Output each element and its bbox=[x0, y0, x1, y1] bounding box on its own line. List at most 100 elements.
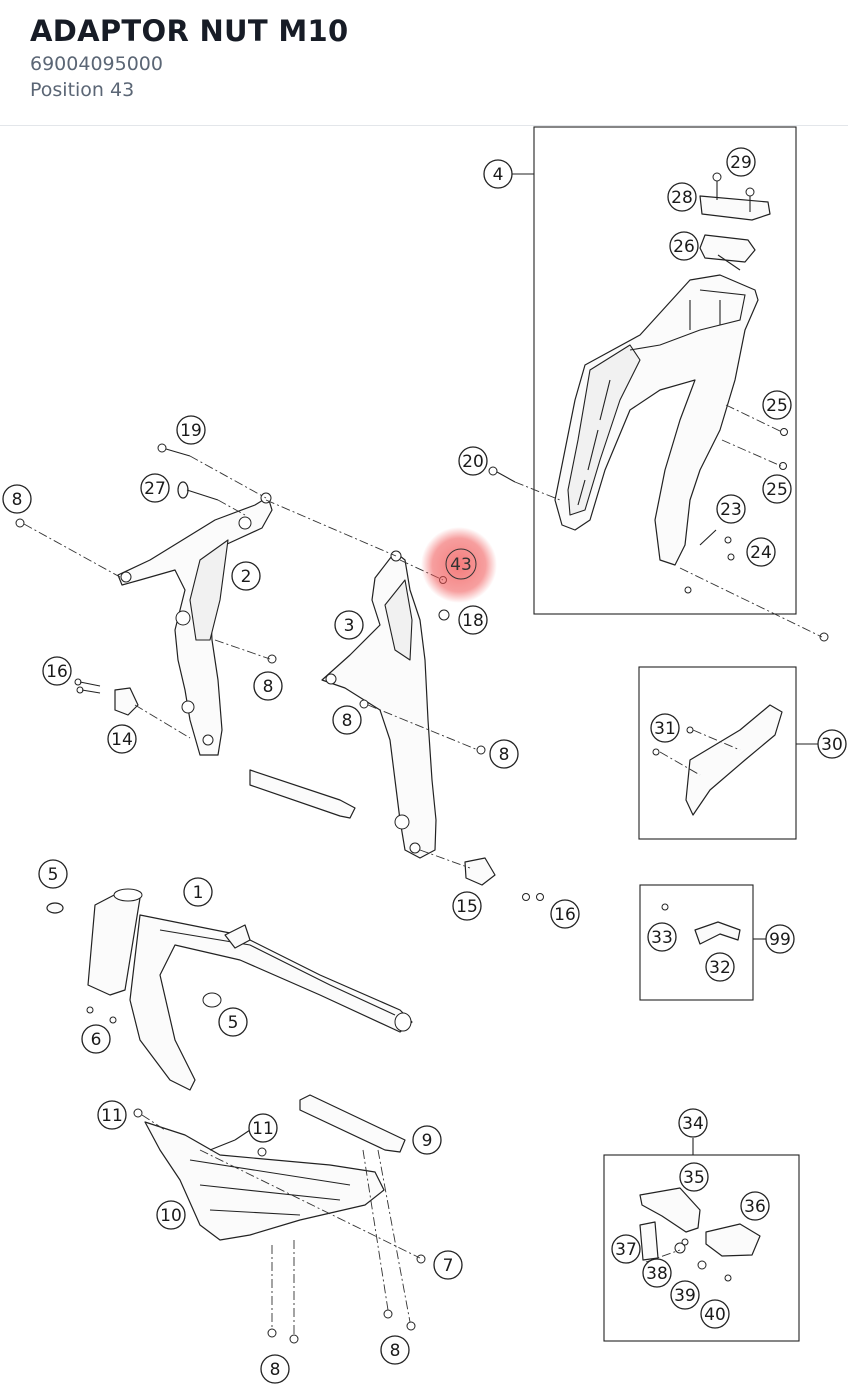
callout-9[interactable]: 9 bbox=[412, 1125, 442, 1155]
svg-text:4: 4 bbox=[493, 165, 504, 185]
part-title: ADAPTOR NUT M10 bbox=[30, 14, 349, 48]
svg-text:99: 99 bbox=[769, 930, 791, 950]
highlight-marker-43[interactable]: 43 bbox=[421, 527, 497, 603]
callout-8-bracket-right[interactable]: 8 bbox=[489, 739, 519, 769]
callout-8-bottom-left[interactable]: 8 bbox=[260, 1354, 290, 1384]
callout-39[interactable]: 39 bbox=[670, 1280, 700, 1310]
svg-text:11: 11 bbox=[101, 1106, 123, 1126]
group-box-rear-frame bbox=[533, 126, 797, 615]
callout-4[interactable]: 4 bbox=[483, 159, 513, 189]
svg-text:5: 5 bbox=[48, 865, 59, 885]
svg-text:27: 27 bbox=[144, 479, 166, 499]
callout-11-right[interactable]: 11 bbox=[248, 1113, 278, 1143]
callout-34[interactable]: 34 bbox=[678, 1108, 708, 1138]
highlight-callout-ring bbox=[445, 548, 477, 580]
callout-25-upper[interactable]: 25 bbox=[762, 390, 792, 420]
svg-text:24: 24 bbox=[750, 543, 772, 563]
svg-text:19: 19 bbox=[180, 421, 202, 441]
svg-text:33: 33 bbox=[651, 928, 673, 948]
part-header: ADAPTOR NUT M10 69004095000 Position 43 bbox=[0, 0, 848, 126]
svg-text:2: 2 bbox=[241, 567, 252, 587]
group-box-footrests bbox=[603, 1154, 800, 1342]
callout-11-left[interactable]: 11 bbox=[97, 1100, 127, 1130]
svg-text:8: 8 bbox=[263, 677, 274, 697]
svg-text:11: 11 bbox=[252, 1119, 274, 1139]
svg-text:25: 25 bbox=[766, 480, 788, 500]
callout-31[interactable]: 31 bbox=[650, 713, 680, 743]
callout-10[interactable]: 10 bbox=[156, 1200, 186, 1230]
callout-8-bracket-left[interactable]: 8 bbox=[253, 671, 283, 701]
callout-28[interactable]: 28 bbox=[667, 182, 697, 212]
svg-text:35: 35 bbox=[683, 1168, 705, 1188]
svg-text:25: 25 bbox=[766, 396, 788, 416]
callout-8-topleft[interactable]: 8 bbox=[2, 484, 32, 514]
part-number: 69004095000 bbox=[30, 53, 163, 75]
group-box-30 bbox=[638, 666, 797, 840]
svg-text:38: 38 bbox=[646, 1264, 668, 1284]
svg-text:32: 32 bbox=[709, 958, 731, 978]
callout-20[interactable]: 20 bbox=[458, 446, 488, 476]
callout-14[interactable]: 14 bbox=[107, 724, 137, 754]
chain-guide-part bbox=[694, 921, 741, 945]
svg-text:8: 8 bbox=[270, 1360, 281, 1380]
highlight-label: 43 bbox=[450, 555, 472, 575]
callout-16-right[interactable]: 16 bbox=[550, 899, 580, 929]
callout-8-bottom-right[interactable]: 8 bbox=[380, 1335, 410, 1365]
callout-37[interactable]: 37 bbox=[611, 1234, 641, 1264]
svg-text:14: 14 bbox=[111, 730, 133, 750]
svg-text:16: 16 bbox=[554, 905, 576, 925]
callout-36[interactable]: 36 bbox=[740, 1191, 770, 1221]
svg-text:8: 8 bbox=[12, 490, 23, 510]
callout-33[interactable]: 33 bbox=[647, 922, 677, 952]
left-bracket-part bbox=[114, 492, 273, 756]
callout-25-lower[interactable]: 25 bbox=[762, 474, 792, 504]
part-position: Position 43 bbox=[30, 79, 135, 101]
svg-text:10: 10 bbox=[160, 1206, 182, 1226]
callout-19[interactable]: 19 bbox=[176, 415, 206, 445]
svg-text:9: 9 bbox=[422, 1131, 433, 1151]
callout-6[interactable]: 6 bbox=[81, 1024, 111, 1054]
callout-40[interactable]: 40 bbox=[700, 1299, 730, 1329]
callout-1[interactable]: 1 bbox=[183, 877, 213, 907]
callout-3[interactable]: 3 bbox=[334, 610, 364, 640]
callout-24[interactable]: 24 bbox=[746, 537, 776, 567]
callout-16-left[interactable]: 16 bbox=[42, 656, 72, 686]
svg-text:39: 39 bbox=[674, 1286, 696, 1306]
svg-text:18: 18 bbox=[462, 611, 484, 631]
svg-text:8: 8 bbox=[390, 1341, 401, 1361]
svg-text:6: 6 bbox=[91, 1030, 102, 1050]
callout-15[interactable]: 15 bbox=[452, 891, 482, 921]
callout-29[interactable]: 29 bbox=[726, 147, 756, 177]
callout-27[interactable]: 27 bbox=[140, 473, 170, 503]
callout-32[interactable]: 32 bbox=[705, 952, 735, 982]
svg-text:8: 8 bbox=[499, 745, 510, 765]
leader-lines bbox=[209, 173, 818, 1155]
svg-text:8: 8 bbox=[342, 711, 353, 731]
footrest-parts bbox=[639, 1187, 761, 1270]
svg-text:20: 20 bbox=[462, 452, 484, 472]
svg-text:5: 5 bbox=[228, 1013, 239, 1033]
svg-text:15: 15 bbox=[456, 897, 478, 917]
callout-99[interactable]: 99 bbox=[765, 924, 795, 954]
svg-text:26: 26 bbox=[673, 237, 695, 257]
rubber-strip-part bbox=[249, 769, 356, 819]
callout-26[interactable]: 26 bbox=[669, 231, 699, 261]
callout-5-top[interactable]: 5 bbox=[38, 859, 68, 889]
callout-7[interactable]: 7 bbox=[433, 1250, 463, 1280]
callout-18[interactable]: 18 bbox=[458, 605, 488, 635]
callout-30[interactable]: 30 bbox=[817, 729, 847, 759]
svg-text:3: 3 bbox=[344, 616, 355, 636]
callout-23[interactable]: 23 bbox=[716, 494, 746, 524]
callout-5-frame[interactable]: 5 bbox=[218, 1007, 248, 1037]
svg-text:23: 23 bbox=[720, 500, 742, 520]
callout-35[interactable]: 35 bbox=[679, 1162, 709, 1192]
header-divider bbox=[0, 125, 848, 126]
callout-8-bracket-mid[interactable]: 8 bbox=[332, 705, 362, 735]
svg-text:1: 1 bbox=[193, 883, 204, 903]
callout-38[interactable]: 38 bbox=[642, 1258, 672, 1288]
hardware-parts bbox=[15, 428, 829, 1344]
svg-text:28: 28 bbox=[671, 188, 693, 208]
svg-text:16: 16 bbox=[46, 662, 68, 682]
svg-text:31: 31 bbox=[654, 719, 676, 739]
callout-2[interactable]: 2 bbox=[231, 561, 261, 591]
